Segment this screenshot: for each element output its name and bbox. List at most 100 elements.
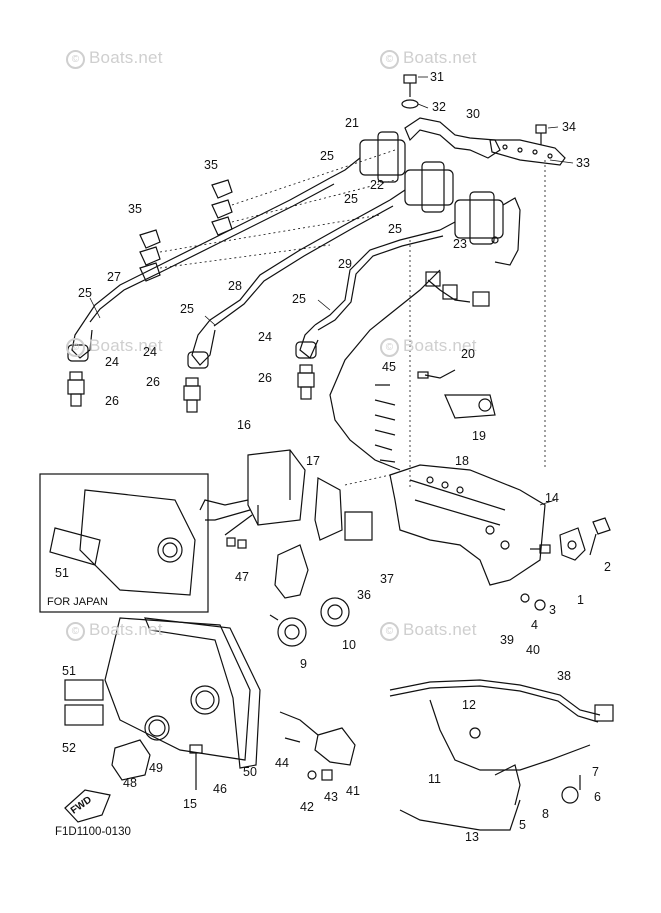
callout: 25 [320,149,334,163]
cover-plate-46 [104,617,251,761]
gasket-50 [144,617,261,769]
plug-cap-mid [191,319,216,366]
spark-plug-right [297,364,315,400]
callout: 5 [519,818,526,832]
callout: 20 [461,347,475,361]
callout: 31 [430,70,444,84]
cable-38 [389,679,601,716]
callout: 25 [344,192,358,206]
callout: 14 [545,491,559,505]
ground-wire-41 [314,727,356,766]
callout: 1 [577,593,584,607]
callout: 41 [346,784,360,798]
callout: 12 [462,698,476,712]
callout: 50 [243,765,257,779]
spark-plug-mid [183,377,201,413]
callout: 33 [576,156,590,170]
callout: 42 [300,800,314,814]
cord-29 [314,229,441,326]
callout: 28 [228,279,242,293]
callout: 4 [531,618,538,632]
bracket-30 [404,117,501,159]
japan-panel-frame [39,473,209,613]
callout: 24 [258,330,272,344]
callout: 15 [183,797,197,811]
callout: 51 [62,664,76,678]
cord-28 [209,199,391,321]
ignition-coil-22 [389,161,454,213]
callout: 24 [105,355,119,369]
ignition-coil-23 [439,191,521,266]
callout: 25 [180,302,194,316]
callout: 43 [324,790,338,804]
callout: 26 [146,375,160,389]
callout: 10 [342,638,356,652]
japan-note: FOR JAPAN [47,596,108,608]
callout: 26 [258,371,272,385]
callout: 46 [213,782,227,796]
callout: 9 [300,657,307,671]
watermark: ©Boats.net [380,48,477,69]
diagram-code: F1D1100-0130 [55,826,131,838]
callout: 11 [428,772,441,786]
callout: 39 [500,633,514,647]
callout: 22 [370,178,384,192]
callout: 51 [55,566,69,580]
callout: 35 [128,202,142,216]
callout: 3 [549,603,556,617]
electrical-box-14 [389,464,546,586]
callout: 27 [107,270,121,284]
watermark: ©Boats.net [66,620,163,641]
rectifier-18 [444,394,496,419]
cover-plate-japan [79,489,196,596]
holder-47 [274,544,309,599]
callout: 49 [149,761,163,775]
callout: 32 [432,100,446,114]
callout: 2 [604,560,611,574]
bracket-33 [489,139,566,166]
callout: 37 [380,572,394,586]
callout: 35 [204,158,218,172]
clamp-35-upper [211,179,233,236]
callout: 38 [557,669,571,683]
callout: 29 [338,257,352,271]
callout: 47 [235,570,249,584]
spark-plug-left [67,371,85,407]
callout: 25 [78,286,92,300]
callout: 18 [455,454,469,468]
callout: 19 [472,429,486,443]
callout: 13 [465,830,479,844]
ignition-coil-21 [329,131,406,183]
callout: 23 [453,237,467,251]
callout: 16 [237,418,251,432]
callout: 6 [594,790,601,804]
callout: 25 [388,222,402,236]
callout: 40 [526,643,540,657]
clamp-35-lower [139,229,161,282]
watermark: ©Boats.net [66,336,163,357]
cord-27 [84,177,331,321]
switch-10 [320,597,350,627]
callout: 17 [306,454,320,468]
callout: 34 [562,120,576,134]
cap-48 [111,739,151,781]
callout: 26 [105,394,119,408]
callout: 7 [592,765,599,779]
callout: 36 [357,588,371,602]
bracket-17 [314,477,343,541]
watermark: ©Boats.net [380,620,477,641]
callout: 52 [62,741,76,755]
switch-9 [269,614,307,647]
callout: 24 [143,345,157,359]
starter-relay-1 [559,527,586,561]
bolt-2 [589,517,611,556]
watermark: ©Boats.net [380,336,477,357]
callout: 21 [345,116,359,130]
watermark: ©Boats.net [66,48,163,69]
cdi-unit-16 [199,449,306,549]
wire-harness-45 [329,269,441,471]
callout: 44 [275,756,289,770]
callout: 45 [382,360,396,374]
cable-13 [399,799,521,831]
